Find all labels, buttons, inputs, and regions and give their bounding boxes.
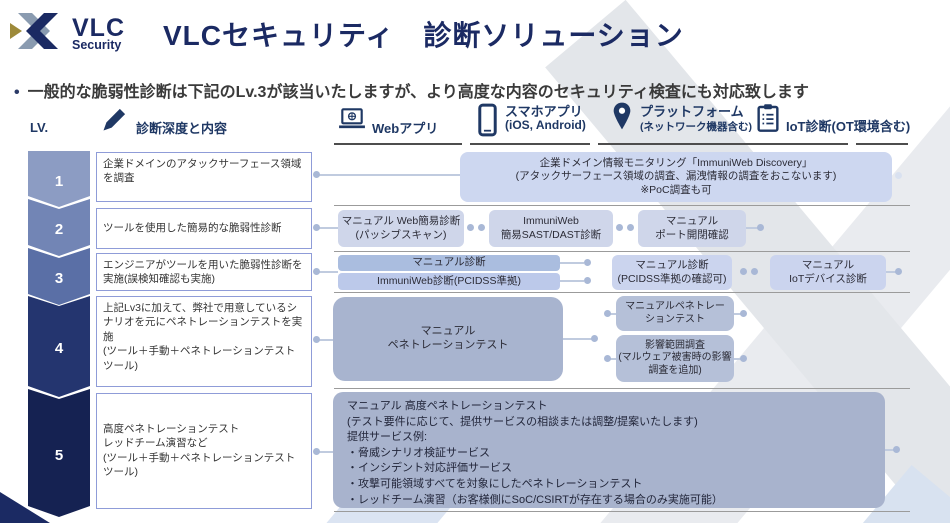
row-separator (334, 205, 910, 206)
level-chevron-1: 1 (28, 151, 90, 207)
bullet-dot: • (14, 84, 20, 101)
clipboard-icon (757, 103, 779, 138)
connector-line (886, 271, 896, 273)
connector-dot (895, 172, 902, 179)
col-header-lv: LV. (30, 120, 49, 135)
row-5-description: 高度ペネトレーションテスト レッドチーム演習など (ツール＋手動＋ペネトレーショ… (96, 393, 312, 509)
vlc-logo-mark-icon (10, 8, 66, 59)
web-underline (334, 143, 462, 145)
service-box-manual-pentest: マニュアル ペネトレーションテスト (333, 297, 563, 381)
connector-line (560, 262, 584, 264)
row-3-description: エンジニアがツールを用いた脆弱性診断を実施(誤検知確認も実施) (96, 253, 312, 291)
mobile-underline (470, 143, 590, 145)
connector-dot (740, 355, 747, 362)
row-2-description: ツールを使用した簡易的な脆弱性診断 (96, 208, 312, 249)
connector-line (560, 280, 584, 282)
service-box-impact-scope: 影響範囲調査 (マルウェア被害時の影響調査を追加) (616, 335, 734, 382)
connector-dot (313, 171, 320, 178)
connector-dot (751, 268, 758, 275)
connector-line (318, 339, 334, 341)
col-header-web: Webアプリ (372, 121, 439, 136)
connector-dot (584, 277, 591, 284)
level-chevron-3: 3 (28, 248, 90, 305)
connector-dot (584, 259, 591, 266)
service-box-advanced-pentest: マニュアル 高度ペネトレーションテスト (テスト要件に応じて、提供サービスの相談… (333, 392, 885, 508)
connector-dot (604, 310, 611, 317)
connector-line (885, 449, 895, 451)
connector-dot (740, 310, 747, 317)
logo-text-vlc: VLC (72, 13, 125, 42)
level-chevron-4: 4 (28, 296, 90, 397)
connector-dot (893, 446, 900, 453)
connector-dot (757, 224, 764, 231)
connector-line (318, 271, 338, 273)
service-box-manual-port-check: マニュアル ポート開閉確認 (638, 210, 746, 247)
row-separator (334, 511, 910, 512)
mobile-sub-label: (iOS, Android) (505, 118, 586, 132)
level-number: 1 (54, 172, 64, 190)
logo-text: VLC Security (72, 13, 125, 52)
col-header-platform: プラットフォーム (640, 104, 744, 119)
service-box-manual-pcidss-check: マニュアル診断 (PCIDSS準拠の確認可) (612, 255, 732, 290)
connector-line (746, 227, 758, 229)
connector-dot (616, 224, 623, 231)
connector-dot (478, 224, 485, 231)
level-chevron-2: 2 (28, 199, 90, 256)
connector-line (733, 358, 741, 360)
row-1-description: 企業ドメインのアタックサーフェース領域を調査 (96, 152, 312, 202)
connector-dot (313, 336, 320, 343)
smartphone-icon (478, 103, 497, 142)
row-4-description: 上記Lv3に加えて、弊社で用意しているシナリオを元にペネトレーションテストを実施… (96, 296, 312, 387)
connector-line (733, 313, 741, 315)
connector-dot (627, 224, 634, 231)
connector-line (609, 313, 617, 315)
service-box-manual-pentest-small: マニュアルペネトレー ションテスト (616, 296, 734, 331)
connector-dot (313, 224, 320, 231)
row-separator (334, 251, 910, 252)
connector-dot (313, 448, 320, 455)
connector-dot (740, 268, 747, 275)
connector-dot (591, 335, 598, 342)
vlc-security-logo: VLC Security (10, 8, 125, 59)
service-box-immuniweb-pcidss: ImmuniWeb診断(PCIDSS準拠) (338, 273, 560, 290)
col-header-iot: IoT診断(OT環境含む) (786, 119, 911, 134)
service-box-manual-iot-device: マニュアル IoTデバイス診断 (770, 255, 886, 290)
level-number: 3 (54, 270, 64, 287)
connector-line (318, 451, 334, 453)
map-pin-icon (612, 101, 632, 136)
connector-line (609, 358, 617, 360)
level-chevron-5: 5 (28, 389, 90, 517)
connector-dot (467, 224, 474, 231)
col-header-mobile: スマホアプリ (505, 104, 583, 119)
connector-line (318, 227, 338, 229)
page-title: VLCセキュリティ 診断ソリューション (163, 20, 684, 51)
level-number: 5 (54, 446, 64, 464)
connector-dot (895, 268, 902, 275)
service-box-immuniweb-sast-dast: ImmuniWeb 簡易SAST/DAST診断 (489, 210, 613, 247)
iot-underline (856, 143, 908, 145)
col-header-depth: 診断深度と内容 (136, 121, 228, 136)
laptop-icon (338, 108, 366, 135)
intro-text: 一般的な脆弱性診断は下記のLv.3が該当いたしますが、より高度な内容のセキュリテ… (27, 84, 809, 101)
service-box-manual-web-easy: マニュアル Web簡易診断 (パッシブスキャン) (338, 210, 464, 247)
logo-text-security: Security (72, 37, 122, 52)
pencil-icon (100, 106, 128, 139)
connector-dot (313, 268, 320, 275)
platform-underline (598, 143, 848, 145)
connector-dot (604, 355, 611, 362)
level-number: 4 (54, 340, 64, 357)
connector-line (318, 174, 460, 176)
level-number: 2 (54, 221, 64, 238)
platform-sub-label: (ネットワーク機器含む) (640, 121, 752, 133)
connector-line (563, 338, 593, 340)
service-box-manual-diagnosis: マニュアル診断 (338, 255, 560, 271)
row-separator (334, 388, 910, 389)
row-separator (334, 292, 910, 293)
intro-line: • 一般的な脆弱性診断は下記のLv.3が該当いたしますが、より高度な内容のセキュリ… (14, 78, 809, 102)
service-box-immuniweb-discovery: 企業ドメイン情報モニタリング「ImmuniWeb Discovery」 (アタッ… (460, 152, 892, 202)
